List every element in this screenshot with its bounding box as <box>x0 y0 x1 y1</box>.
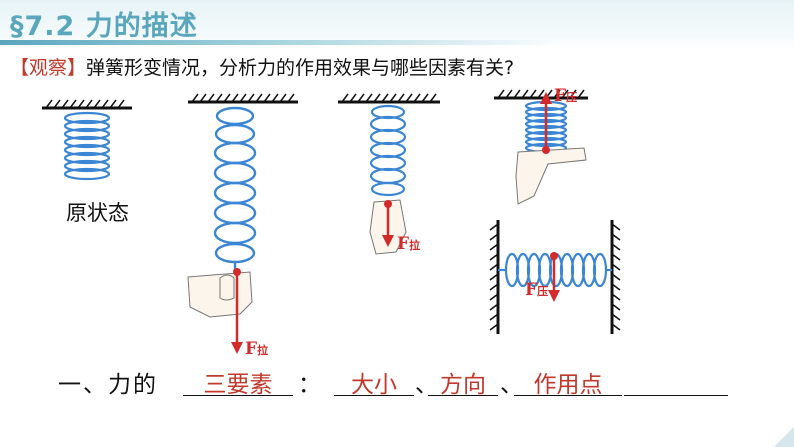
spring-coil <box>213 106 257 272</box>
spring-coil <box>369 104 407 197</box>
spring-coil <box>63 111 111 181</box>
hand-icon <box>515 147 587 205</box>
force-arrow <box>231 268 243 354</box>
spring-coil <box>498 252 612 288</box>
summary-lead: 一、力的 <box>58 372 158 398</box>
blank-magnitude: 大小 <box>334 365 414 398</box>
spring-stretched-long-figure <box>187 93 298 354</box>
force-label-pull-2: F拉 <box>397 234 421 254</box>
summary-sep-1: 、 <box>415 372 438 398</box>
left-wall-hatch <box>489 220 500 334</box>
ceiling-hatch <box>188 93 298 104</box>
blank-extra <box>624 365 728 396</box>
ceiling-hatch <box>494 89 588 100</box>
ceiling-hatch <box>42 99 132 110</box>
spring-compressed-horizontal-figure <box>489 220 621 334</box>
summary-sep-2: 、 <box>500 372 523 398</box>
title-underline <box>0 40 794 45</box>
blank-point-of-application: 作用点 <box>514 365 622 398</box>
summary-colon: ： <box>298 372 321 398</box>
force-arrow <box>540 92 552 154</box>
force-label-press-1: F压 <box>554 86 578 106</box>
observe-question: 【观察】弹簧形变情况，分析力的作用效果与哪些因素有关? <box>10 53 514 80</box>
hand-icon <box>187 271 253 318</box>
force-arrow <box>382 200 394 247</box>
observe-text: 弹簧形变情况，分析力的作用效果与哪些因素有关? <box>86 57 515 79</box>
spring-compressed-up-figure <box>494 89 588 205</box>
slide-title: §7.2 力的描述 <box>10 11 198 42</box>
right-wall-hatch <box>610 220 621 334</box>
blank-three-elements: 三要素 <box>183 365 293 398</box>
original-state-label: 原状态 <box>66 201 129 225</box>
three-elements-summary: 一、力的 三要素 ： 大小 、 方向 、 作用点 <box>58 365 778 405</box>
blank-direction: 方向 <box>428 365 498 398</box>
ceiling-hatch <box>338 93 440 104</box>
spring-stretched-short-figure <box>338 93 440 255</box>
spring-rest-figure <box>42 99 132 181</box>
corner-decoration <box>774 427 794 447</box>
force-label-pull-1: F拉 <box>245 339 269 359</box>
observe-tag: 【观察】 <box>10 57 87 79</box>
force-label-press-2: F压 <box>525 280 549 300</box>
force-arrow <box>548 252 560 302</box>
